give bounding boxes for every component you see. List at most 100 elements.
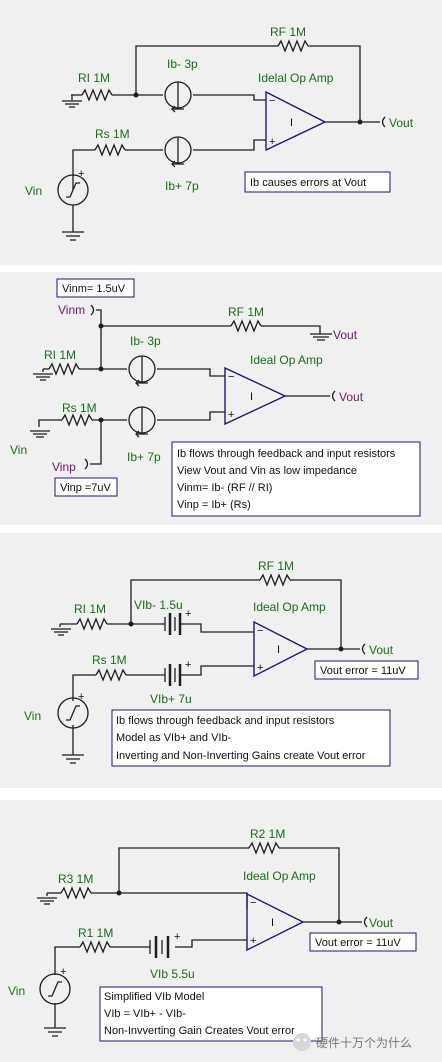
label-rs: Rs 1M <box>92 653 127 667</box>
label-ib-plus: Ib+ 7p <box>165 179 199 193</box>
note-box <box>171 441 421 517</box>
watermark: 硬件十万个为什么 <box>293 1033 412 1051</box>
label-vib-plus: VIb+ 7u <box>150 692 192 706</box>
opamp-symbol: − + I <box>224 366 287 426</box>
opamp-symbol: − + I <box>253 620 309 678</box>
resistor-rf-symbol <box>259 573 291 587</box>
svg-text:+: + <box>78 691 84 703</box>
label-rf: RF 1M <box>258 559 294 573</box>
label-ri: RI 1M <box>78 71 110 85</box>
label-vin: Vin <box>25 184 42 198</box>
net-vinm: Vinm <box>58 303 85 317</box>
resistor-r1-symbol <box>79 940 111 954</box>
note-line-4: Vinp = Ib+ (Rs) <box>177 499 251 511</box>
error-box <box>314 660 419 680</box>
junction-node <box>98 417 104 423</box>
note-line-3: Inverting and Non-Inverting Gains create… <box>116 750 366 762</box>
svg-text:+: + <box>250 935 256 947</box>
note-box <box>244 171 391 193</box>
svg-text:+: + <box>78 168 84 180</box>
schematic-panel-3: + + + − + I RF 1M RI 1M VIb- 1.5u Ideal … <box>0 533 442 788</box>
label-vout: Vout <box>369 643 394 657</box>
svg-text:+: + <box>185 608 191 620</box>
note-line-2: VIb = VIb+ - VIb- <box>104 1008 186 1020</box>
svg-text:−: − <box>269 95 275 107</box>
junction-node <box>128 621 134 627</box>
label-ri: RI 1M <box>44 348 76 362</box>
svg-text:+: + <box>60 966 66 978</box>
junction-node <box>336 919 342 925</box>
current-source-ib-plus <box>128 406 156 438</box>
schematic-1: + − + I RF 1M RI 1M Ib- 3p Idelal Op Amp… <box>25 25 414 241</box>
label-vin: Vin <box>10 443 27 457</box>
label-vib: VIb 5.5u <box>150 967 195 981</box>
label-vout: Vout <box>369 916 394 930</box>
junction-node <box>133 92 139 98</box>
opamp-symbol: − + I <box>265 90 327 152</box>
note-line-1: Ib flows through feedback and input resi… <box>116 715 335 727</box>
battery-vib-plus: + <box>164 659 191 686</box>
svg-text:−: − <box>257 625 263 637</box>
svg-text:I: I <box>250 391 253 403</box>
resistor-r3-symbol <box>60 886 92 900</box>
label-ib-plus: Ib+ 7p <box>127 450 161 464</box>
note-line-1: Ib flows through feedback and input resi… <box>177 448 396 460</box>
svg-text:+: + <box>269 136 275 148</box>
label-rf: RF 1M <box>228 305 264 319</box>
resistor-r2-symbol <box>248 841 280 855</box>
note-text: Ib causes errors at Vout <box>250 177 366 189</box>
label-r1: R1 1M <box>78 926 113 940</box>
resistor-ri-symbol <box>48 362 80 376</box>
opamp-symbol: − + I <box>246 892 305 952</box>
resistor-rs-symbol <box>95 668 127 682</box>
resistor-ri-symbol <box>76 617 108 631</box>
voltage-source-vin: + <box>39 966 71 1005</box>
svg-text:+: + <box>228 409 234 421</box>
net-vinp: Vinp <box>52 460 76 474</box>
vinp-value-box <box>54 477 118 497</box>
label-opamp: Ideal Op Amp <box>253 600 326 614</box>
current-source-ib-minus <box>164 81 192 113</box>
battery-vib-minus: + <box>164 608 191 635</box>
svg-text:+: + <box>185 659 191 671</box>
schematic-2: Vinm= 1.5uV − + I Vinm RF 1M Vout RI 1M … <box>10 278 421 517</box>
label-rf: RF 1M <box>270 25 306 39</box>
label-vin: Vin <box>8 984 25 998</box>
svg-text:I: I <box>277 644 280 656</box>
voltage-source-vin: + <box>57 691 89 729</box>
label-opamp: Idelal Op Amp <box>258 71 334 85</box>
note-box <box>111 709 391 767</box>
resistor-rs-symbol <box>94 143 126 157</box>
note-line-3: Vinm= Ib- (RF // RI) <box>177 482 272 494</box>
current-source-ib-minus <box>128 355 156 387</box>
output-terminal <box>361 643 366 655</box>
note-line-3: Non-Invverting Gain Creates Vout error <box>104 1025 295 1037</box>
error-value: Vout error = 11uV <box>320 665 406 677</box>
resistor-rf-symbol <box>277 39 309 53</box>
voltage-source-vin: + <box>57 168 89 206</box>
junction-node <box>357 119 363 125</box>
schematic-panel-4: + + − + I R2 1M R3 1M Ideal Op Amp R1 1M… <box>0 800 442 1062</box>
resistor-ri-symbol <box>81 88 113 102</box>
svg-text:−: − <box>250 897 256 909</box>
label-opamp: Ideal Op Amp <box>243 869 316 883</box>
junction-node <box>98 366 104 372</box>
watermark-text: 硬件十万个为什么 <box>316 1036 412 1050</box>
svg-text:I: I <box>271 917 274 929</box>
label-ib-minus: Ib- 3p <box>167 57 198 71</box>
schematic-3: + + + − + I RF 1M RI 1M VIb- 1.5u Ideal … <box>24 559 419 767</box>
vinp-value: Vinp =7uV <box>60 482 112 494</box>
label-ri: RI 1M <box>74 602 106 616</box>
schematic-panel-1: + − + I RF 1M RI 1M Ib- 3p Idelal Op Amp… <box>0 0 442 265</box>
output-terminal <box>381 116 386 128</box>
label-rs: Rs 1M <box>62 401 97 415</box>
resistor-rf-symbol <box>230 319 262 333</box>
resistor-rs-symbol <box>61 413 93 427</box>
net-vout-top: Vout <box>333 328 358 342</box>
error-value: Vout error = 11uV <box>315 937 401 949</box>
output-terminal <box>331 390 336 402</box>
net-vout: Vout <box>339 390 364 404</box>
vinm-value-box <box>56 278 135 298</box>
svg-text:I: I <box>290 117 293 129</box>
label-opamp: Ideal Op Amp <box>250 353 323 367</box>
